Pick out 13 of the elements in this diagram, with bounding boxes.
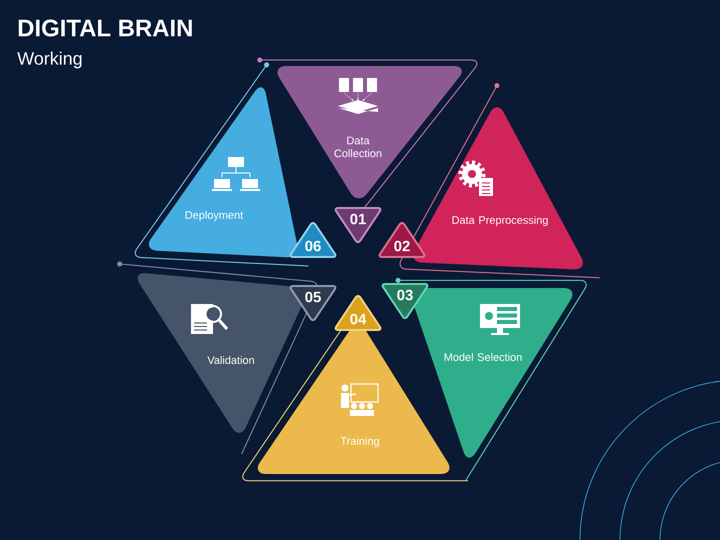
triangle-card: Deployment — [148, 87, 298, 258]
number-triangle: 02 — [378, 222, 426, 258]
number-triangle: 01 — [334, 207, 382, 244]
number-triangle: 04 — [334, 294, 382, 331]
triangle-card: Model Selection — [412, 288, 572, 458]
number-triangle: 06 — [290, 222, 336, 258]
title: DIGITAL BRAIN — [18, 20, 192, 36]
subtitle: Working — [17, 52, 82, 68]
number-triangle: 03 — [382, 283, 428, 320]
triangle-card: Data Preprocessing — [413, 107, 583, 270]
triangle-card: Validation — [138, 273, 306, 433]
number-triangle: 05 — [290, 285, 336, 322]
triangle-card: Data Collection — [278, 66, 462, 198]
